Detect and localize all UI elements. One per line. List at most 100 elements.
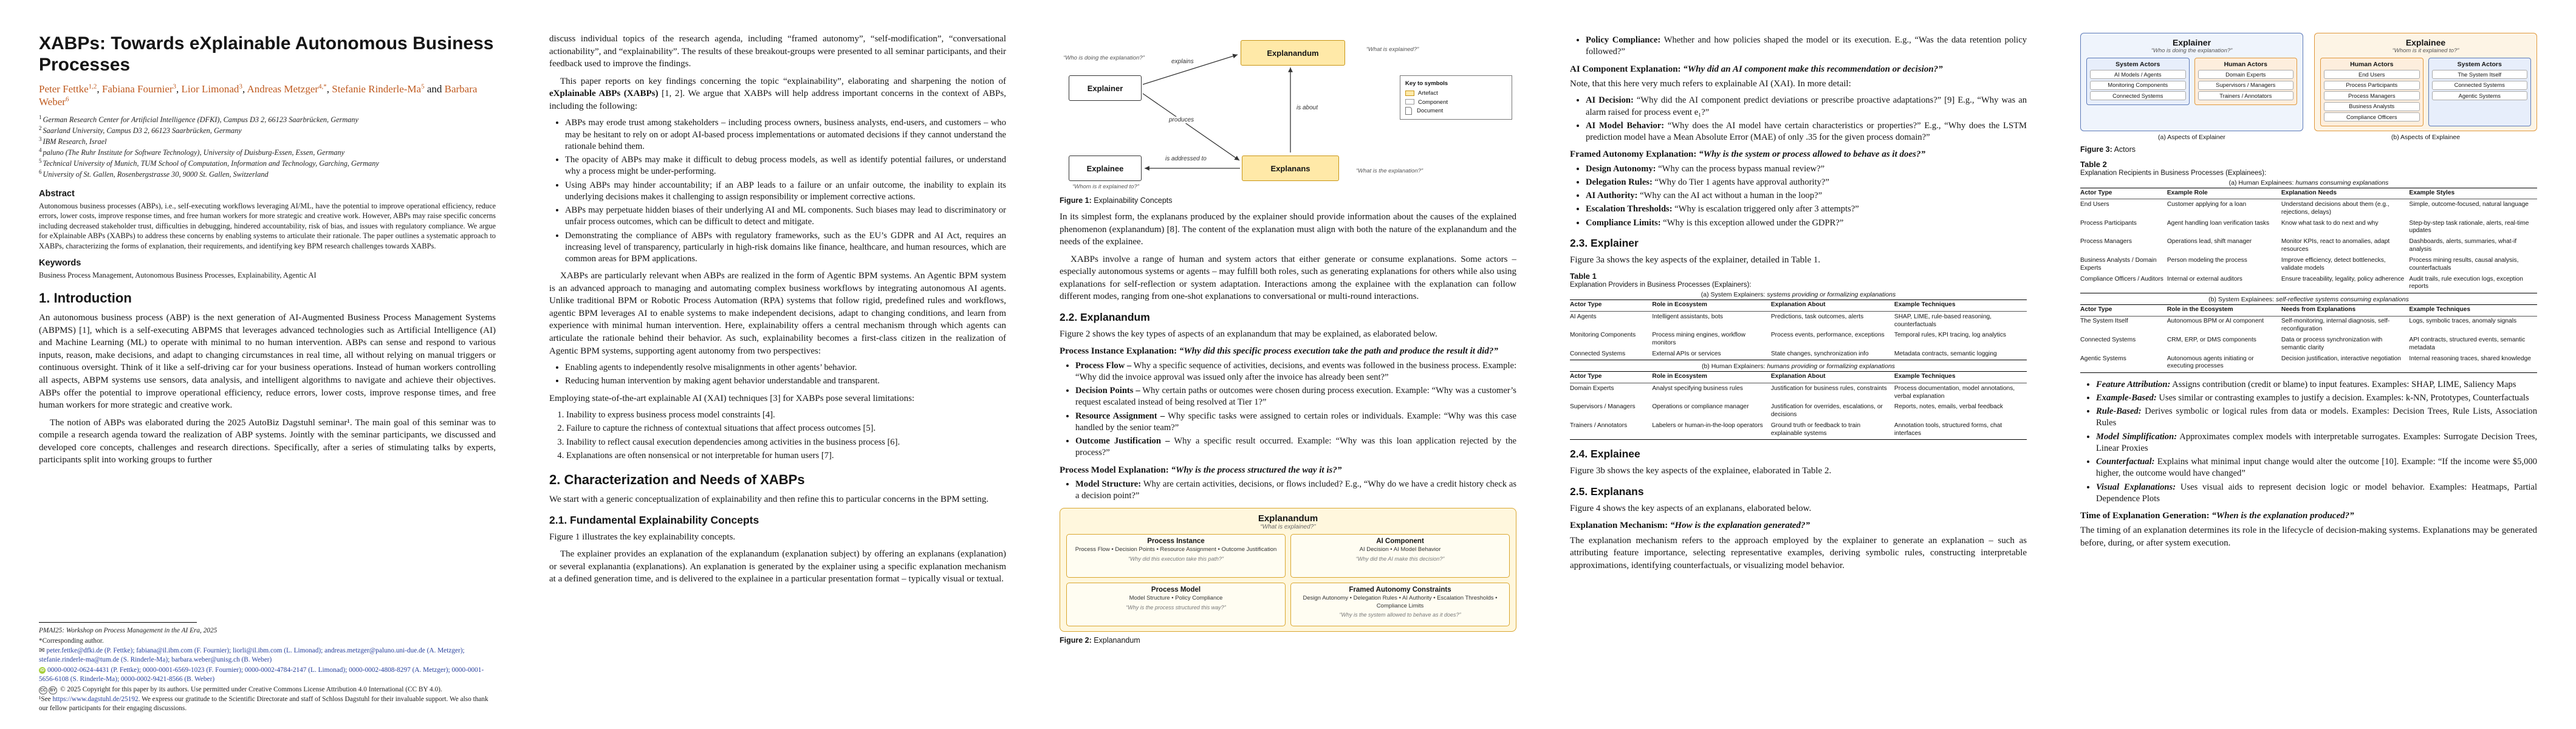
bullet-item: AI Model Behavior: “Why does the AI mode… [1586, 120, 2027, 144]
table-cell: Justification for overrides, escalations… [1770, 403, 1883, 419]
license-text: © 2025 Copyright for this paper by its a… [60, 685, 442, 693]
actor-item: The System Itself [2431, 70, 2527, 79]
edge-label-is-about: is about [1295, 104, 1320, 111]
column-header: Example Role [2167, 188, 2281, 200]
table-cell: Autonomous BPM or AI component [2167, 318, 2264, 325]
table-cell: Supervisors / Managers [1570, 403, 1636, 411]
explanation-mechanisms-list: Feature Attribution: Assigns contributio… [2096, 379, 2537, 505]
actor-item: Monitoring Components [2090, 80, 2186, 90]
author-name: Lior Limonad3, [181, 83, 247, 95]
figure-3a: Explainer “Who is doing the explanation?… [2080, 33, 2303, 141]
bullet-item: ABPs may perpetuate hidden biases of the… [565, 205, 1006, 228]
process-instance-explanation-head: Process Instance Explanation: “Why did t… [1060, 346, 1498, 357]
figure-2-caption: Figure 2: Explanandum [1060, 636, 1140, 645]
table-cell: Compliance Officers / Auditors [2080, 275, 2163, 282]
explanandum-node: Explanandum [1241, 40, 1345, 66]
bullet-item: Example-Based: Uses similar or contrasti… [2096, 392, 2537, 404]
table-1a-subcaption: (a) System Explainers: systems providing… [1701, 291, 1896, 299]
table-2b-subcaption: (b) System Explainees: self-reflective s… [2208, 295, 2409, 303]
cc-by-icon: BY [49, 686, 58, 694]
explainer-box-question: “Who is doing the explanation?” [2151, 47, 2233, 54]
venue-note: PMAI25: Workshop on Process Management i… [39, 626, 218, 634]
component-swatch-icon [1405, 99, 1414, 105]
paragraph: Figure 3b shows the key aspects of the e… [1570, 466, 1832, 476]
figure-1-diagram: “Who is doing the explanation?” Explaine… [1060, 33, 1516, 192]
section-2-5-heading: 2.5. Explanans [1570, 485, 1644, 498]
legend-item-document: Document [1405, 106, 1507, 115]
table-cell: Business Analysts / Domain Experts [2080, 256, 2157, 272]
bullet-item: Policy Compliance: Whether and how polic… [1586, 35, 2027, 58]
section-2-1-heading: 2.1. Fundamental Explainability Concepts [549, 513, 759, 526]
table-cell: Analyst specifying business rules [1652, 385, 1743, 392]
section-1-heading: 1. Introduction [39, 290, 132, 306]
table-cell: Logs, symbolic traces, anomaly signals [2409, 318, 2517, 325]
column-header: Example Techniques [1894, 371, 2027, 384]
actor-item: End Users [2324, 70, 2420, 79]
actor-item: Domain Experts [2197, 70, 2293, 79]
figure-2-grid: Process Instance Process Flow • Decision… [1066, 534, 1510, 627]
figure-2-title: Explanandum [1258, 513, 1318, 524]
corresponding-note: *Corresponding author. [39, 637, 104, 645]
dagstuhl-link[interactable]: https://www.dagstuhl.de/25192 [52, 696, 139, 703]
abstract-text: Autonomous business processes (ABPs), i.… [39, 201, 496, 250]
explainer-aspects-box: Explainer “Who is doing the explanation?… [2080, 33, 2303, 131]
column-header: Example Techniques [2409, 304, 2537, 317]
author-name: Stefanie Rinderle-Ma5 and [332, 83, 445, 95]
table-cell: Person modeling the process [2167, 256, 2247, 264]
table-1b-subcaption: (b) Human Explainers: humans providing o… [1701, 363, 1896, 371]
table-cell: Monitor KPIs, react to anomalies, adapt … [2281, 238, 2390, 253]
actor-item: AI Models / Agents [2090, 70, 2186, 79]
table-cell: Dashboards, alerts, summaries, what-if a… [2409, 238, 2517, 253]
table-cell: Monitoring Components [1570, 332, 1636, 339]
column-header: Role in Ecosystem [1652, 371, 1771, 384]
keywords-text: Business Process Management, Autonomous … [39, 270, 317, 279]
explainer-box-title: Explainer [2172, 38, 2211, 47]
table-cell: Justification for business rules, constr… [1770, 385, 1887, 392]
table-cell: Reports, notes, emails, verbal feedback [1894, 403, 2003, 411]
bullet-item: AI Decision: “Why did the AI component p… [1586, 95, 2027, 118]
table-cell: Trainers / Annotators [1570, 422, 1628, 430]
policy-compliance-list: Policy Compliance: Whether and how polic… [1586, 35, 2027, 58]
author-name: Fabiana Fournier3, [101, 83, 182, 95]
table-2-label: Table 2 [2080, 159, 2107, 169]
explainee-question: “Whom is it explained to?” [1072, 183, 1139, 190]
abp-concerns-list: ABPs may erode trust among stakeholders … [565, 117, 1006, 265]
table-cell: Temporal rules, KPI tracing, log analyti… [1894, 332, 2006, 339]
explanans-node: Explanans [1242, 156, 1339, 181]
author-emails-link[interactable]: peter.fettke@dfki.de (P. Fettke); fabian… [39, 647, 465, 664]
actor-item: Supervisors / Managers [2197, 80, 2293, 90]
table-cell: Decision justification, interactive nego… [2281, 355, 2401, 362]
table-cell: Agent handling loan verification tasks [2167, 219, 2270, 227]
paragraph: Figure 2 shows the key types of aspects … [1060, 329, 1437, 339]
author-name: Peter Fettke1,2, [39, 83, 102, 95]
table-cell: End Users [2080, 200, 2109, 208]
bullet-item: Demonstrating the compliance of ABPs wit… [565, 230, 1006, 265]
figure-3b: Explainee “Whom is it explained to?” Hum… [2314, 33, 2537, 141]
column-header: Explanation About [1770, 371, 1894, 384]
footnote-rule [39, 621, 197, 623]
table-row: Business Analysts / Domain Experts Person… [2080, 255, 2537, 274]
table-2a-subcaption: (a) Human Explainees: humans consuming e… [2228, 179, 2389, 187]
column-header: Actor Type [2080, 188, 2167, 200]
orcid-ids-link[interactable]: 0000-0002-0624-4431 (P. Fettke); 0000-00… [39, 666, 484, 683]
ai-explanation-list: AI Decision: “Why did the AI component p… [1586, 95, 2027, 143]
author-name: Barbara Weber6 [39, 83, 478, 108]
agent-autonomy-list: Enabling agents to independently resolve… [565, 362, 1006, 388]
table-cell: Self-monitoring, internal diagnosis, sel… [2281, 318, 2390, 332]
column-header: Needs from Explanations [2281, 304, 2410, 317]
column-header: Actor Type [1570, 299, 1653, 312]
bullet-item: Outcome Justification – Why a specific r… [1075, 436, 1516, 459]
explanandum-aspect-box: AI Component AI Decision • AI Model Beha… [1290, 534, 1510, 578]
table-cell: Know what task to do next and why [2281, 219, 2379, 227]
numbered-item: Inability to express business process mo… [566, 409, 1006, 421]
